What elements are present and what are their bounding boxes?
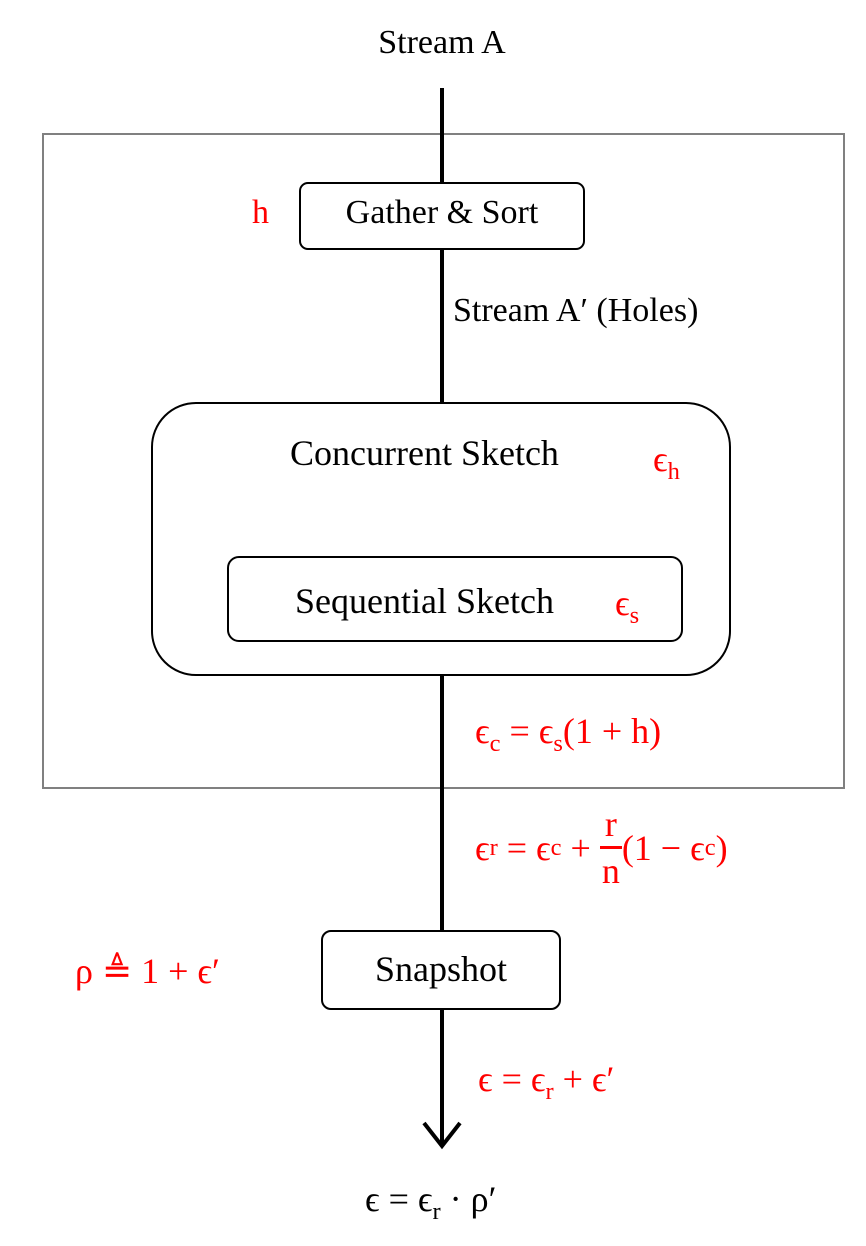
formula-subscript: c — [550, 833, 562, 861]
fraction-denominator: n — [601, 851, 620, 891]
formula-term: ϵ — [478, 1059, 493, 1099]
error-symbol: ϵ — [653, 439, 668, 479]
formula-term: ϵ — [365, 1179, 380, 1219]
concurrent-sketch-label: Concurrent Sketch — [290, 433, 559, 473]
output-arrowhead — [422, 1121, 462, 1150]
sequential-sketch-error: ϵs — [615, 582, 639, 630]
formula-operator: = — [497, 827, 537, 868]
formula-term: ) — [715, 827, 728, 868]
snapshot-box — [321, 930, 561, 1010]
snapshot-label: Snapshot — [374, 949, 507, 989]
formula-term: ϵ — [530, 1059, 546, 1099]
intermediate-stream-label: Stream A′ (Holes) — [453, 292, 699, 329]
formula-term: (1 − ϵ — [621, 827, 705, 868]
error-subscript: s — [629, 601, 640, 629]
fraction-numerator: r — [599, 806, 622, 849]
output-formula: ϵ = ϵr · ρ′ — [365, 1178, 496, 1226]
formula-term: ϵ — [475, 711, 490, 751]
formula-operator: = — [379, 1179, 418, 1219]
formula-operator: + — [561, 827, 600, 868]
error-symbol: ϵ — [615, 583, 630, 623]
error-subscript: h — [667, 457, 680, 485]
formula-subscript: r — [489, 833, 498, 861]
formula-subscript: r — [545, 1077, 554, 1105]
gather-sort-label: Gather & Sort — [345, 194, 539, 231]
formula-term: · ρ′ — [440, 1179, 497, 1219]
snapshot-param: ρ ≜ 1 + ϵ′ — [75, 951, 220, 991]
final-error-sum-formula: ϵ = ϵr + ϵ′ — [478, 1058, 614, 1106]
formula-operator: = — [500, 711, 539, 751]
formula-operator: = — [492, 1059, 531, 1099]
input-stream-label: Stream A — [378, 24, 506, 61]
formula-subscript: r — [432, 1197, 441, 1225]
formula-term: + ϵ′ — [553, 1059, 615, 1099]
formula-term: (1 + h) — [562, 711, 662, 751]
formula-term: ϵ — [475, 827, 490, 868]
concurrent-error-formula: ϵc = ϵs(1 + h) — [475, 710, 661, 758]
formula-term: ϵ — [417, 1179, 433, 1219]
gather-param-h: h — [252, 194, 269, 231]
formula-subscript: c — [489, 729, 501, 757]
sequential-sketch-box — [227, 556, 683, 642]
concurrent-sketch-error: ϵh — [653, 438, 680, 486]
formula-subscript: s — [553, 729, 563, 757]
formula-term: ϵ — [538, 711, 554, 751]
formula-term: ϵ — [536, 827, 551, 868]
formula-subscript: c — [704, 833, 716, 861]
sequential-sketch-label: Sequential Sketch — [295, 581, 554, 621]
gather-sort-box — [299, 182, 585, 250]
